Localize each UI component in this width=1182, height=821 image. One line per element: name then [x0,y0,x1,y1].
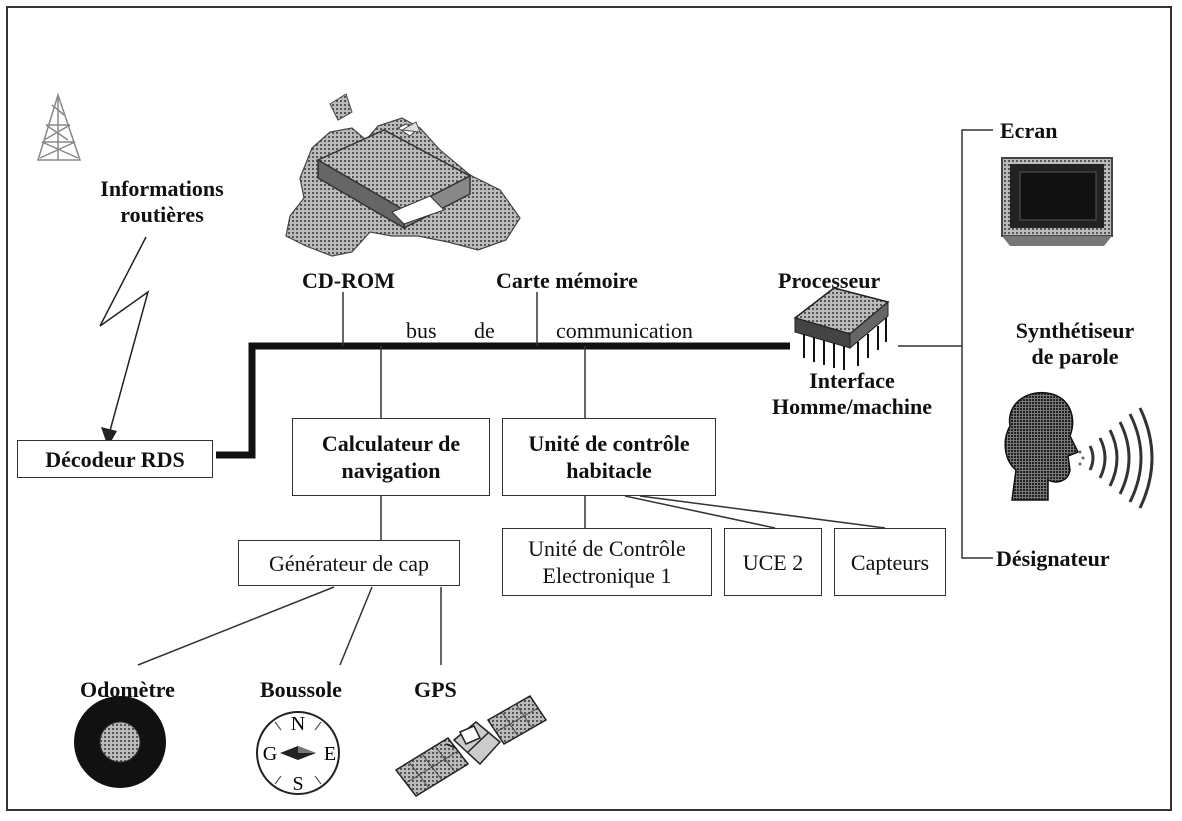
boussole-label: Boussole [260,677,342,702]
unite-controle-habitacle-box: Unité de contrôle habitacle [502,418,716,496]
uce2-text: UCE 2 [742,549,804,575]
figure-frame [6,6,1172,811]
radio-signal-arrowhead [101,427,117,447]
capteurs-box: Capteurs [834,528,946,596]
synthetiseur-line1: Synthétiseur [1015,318,1135,343]
interface-line2: Homme/machine [771,394,933,419]
decodeur-rds-text: Décodeur RDS [45,446,185,472]
communication-bus [216,342,790,459]
radio-signal-arrow [99,236,150,439]
uce1-line2: Electronique 1 [542,563,672,588]
capteurs-text: Capteurs [850,549,930,575]
compass-icon [256,711,340,795]
interface-label: Interface Homme/machine [762,368,942,420]
info-routieres-line1: Informations [100,176,224,201]
interface-line1: Interface [809,368,895,393]
decodeur-rds-box: Décodeur RDS [17,440,213,478]
uce1-line1: Unité de Contrôle [528,536,686,561]
radio-tower-icon [36,92,82,161]
info-routieres-line2: routières [120,202,204,227]
gps-label: GPS [414,677,457,702]
uch-line1: Unité de contrôle [528,431,690,456]
generateur-cap-box: Générateur de cap [238,540,460,586]
uch-line2: habitacle [566,458,652,483]
screen-icon [1001,157,1113,246]
designateur-label: Désignateur [996,546,1110,571]
calculateur-line2: navigation [341,458,441,483]
compass-e-label: E [324,743,336,765]
uce2-box: UCE 2 [724,528,822,596]
compass-o-label: G [263,743,277,765]
de-label: de [474,318,495,343]
uce1-box: Unité de Contrôle Electronique 1 [502,528,712,596]
ecran-label: Ecran [1000,118,1058,143]
cdrom-label: CD-ROM [302,268,395,293]
cd-drive-icon [316,129,472,230]
info-routieres-label: Informations routières [82,176,242,228]
bus-label: bus [406,318,437,343]
connector-lines [137,129,993,666]
satellite-icon [394,695,548,797]
processeur-label: Processeur [778,268,881,293]
synthetiseur-line2: de parole [1031,344,1119,369]
calculateur-navigation-box: Calculateur de navigation [292,418,490,496]
calculateur-line1: Calculateur de [321,431,461,456]
compass-s-label: S [292,773,303,795]
processor-chip-icon [793,287,890,370]
odometre-label: Odomètre [80,677,175,702]
communication-label: communication [556,318,693,343]
speaking-head-icon [1004,391,1154,509]
synthetiseur-label: Synthétiseur de parole [1000,318,1150,370]
compass-n-label: N [291,713,305,735]
carte-memoire-label: Carte mémoire [496,268,638,293]
generateur-text: Générateur de cap [268,550,429,576]
odometer-wheel-icon [74,696,166,788]
